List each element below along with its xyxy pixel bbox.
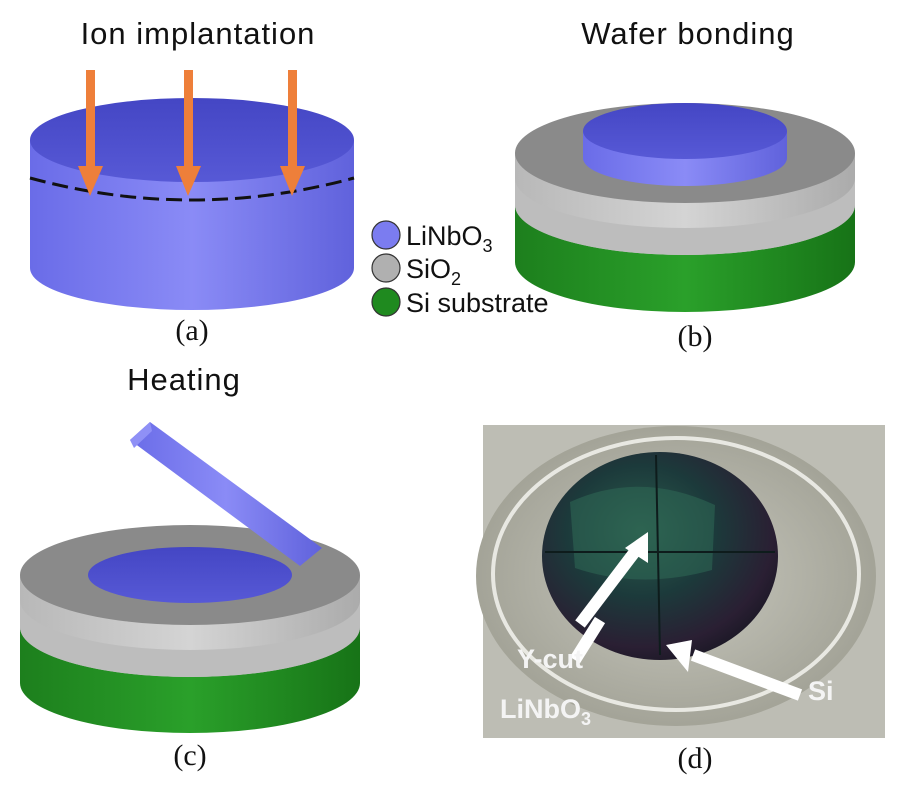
ion-arrow-middle <box>176 70 201 196</box>
panel-b-caption: (b) <box>678 320 713 353</box>
arrow-to-si <box>690 649 803 701</box>
implant-depth-line <box>29 176 355 202</box>
detached-linbo3-slab <box>130 422 322 566</box>
legend: LiNbO3 SiO2 Si substrate <box>371 220 549 318</box>
panel-a: Ion implantation (a) <box>29 16 355 347</box>
legend-item-sio2: SiO2 <box>371 253 461 289</box>
petri-dish-rim <box>491 436 861 712</box>
panel-d: Y-cut LiNbO3 Si (d) <box>476 425 885 775</box>
wafer-photo <box>476 425 885 738</box>
legend-item-si: Si substrate <box>371 287 549 318</box>
label-y-cut: Y-cut <box>517 644 583 674</box>
linbo3-thin-disk <box>583 103 787 186</box>
legend-label-linbo3: LiNbO3 <box>406 221 493 256</box>
panel-a-caption: (a) <box>175 314 208 347</box>
panel-a-title: Ion implantation <box>81 16 316 51</box>
legend-swatch-linbo3 <box>371 220 401 250</box>
legend-item-linbo3: LiNbO3 <box>371 220 493 256</box>
panel-c-title: Heating <box>127 362 241 397</box>
legend-label-sio2: SiO2 <box>406 254 461 289</box>
ion-arrow-left <box>78 70 103 196</box>
panel-b-title: Wafer bonding <box>581 16 794 51</box>
panel-b: Wafer bonding (b) <box>515 16 855 353</box>
legend-label-si: Si substrate <box>406 288 549 318</box>
arrow-to-linbo3 <box>575 541 645 628</box>
remaining-linbo3-film <box>88 547 292 603</box>
panel-c: Heating (c) <box>20 362 360 772</box>
legend-swatch-si <box>371 287 401 317</box>
panel-d-caption: (d) <box>678 742 713 775</box>
label-linbo3: LiNbO3 <box>500 694 591 729</box>
panel-c-caption: (c) <box>173 739 206 772</box>
ion-arrow-right <box>280 70 305 196</box>
label-si: Si <box>808 676 834 706</box>
legend-swatch-sio2 <box>371 253 401 283</box>
